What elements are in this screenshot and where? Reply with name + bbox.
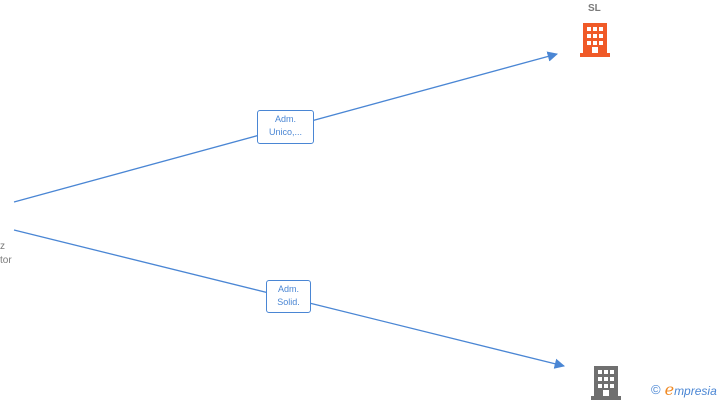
person-label-line2: tor xyxy=(0,255,12,266)
brand-initial: e xyxy=(664,379,675,399)
person-label-line1: z xyxy=(0,241,5,252)
edge-label-adm-solid[interactable]: Adm. Solid. xyxy=(266,280,311,313)
person-label[interactable]: z tor xyxy=(0,240,12,268)
edge-label-line1: Adm. xyxy=(274,114,296,124)
top-company-building-icon[interactable] xyxy=(580,23,610,57)
edge-label-line2: Unico,... xyxy=(268,127,302,137)
top-company-title[interactable]: SL xyxy=(588,3,601,14)
edge-label-adm-unico[interactable]: Adm. Unico,... xyxy=(257,110,314,144)
brand-rest: mpresia xyxy=(674,383,717,398)
bottom-company-building-icon[interactable] xyxy=(591,366,621,400)
empresia-watermark: © empresia xyxy=(651,379,717,399)
edge-label-line2: Solid. xyxy=(277,297,300,307)
copyright-icon: © xyxy=(651,381,661,397)
edge-label-line1: Adm. xyxy=(277,284,299,294)
brand-name: empresia xyxy=(665,380,717,399)
